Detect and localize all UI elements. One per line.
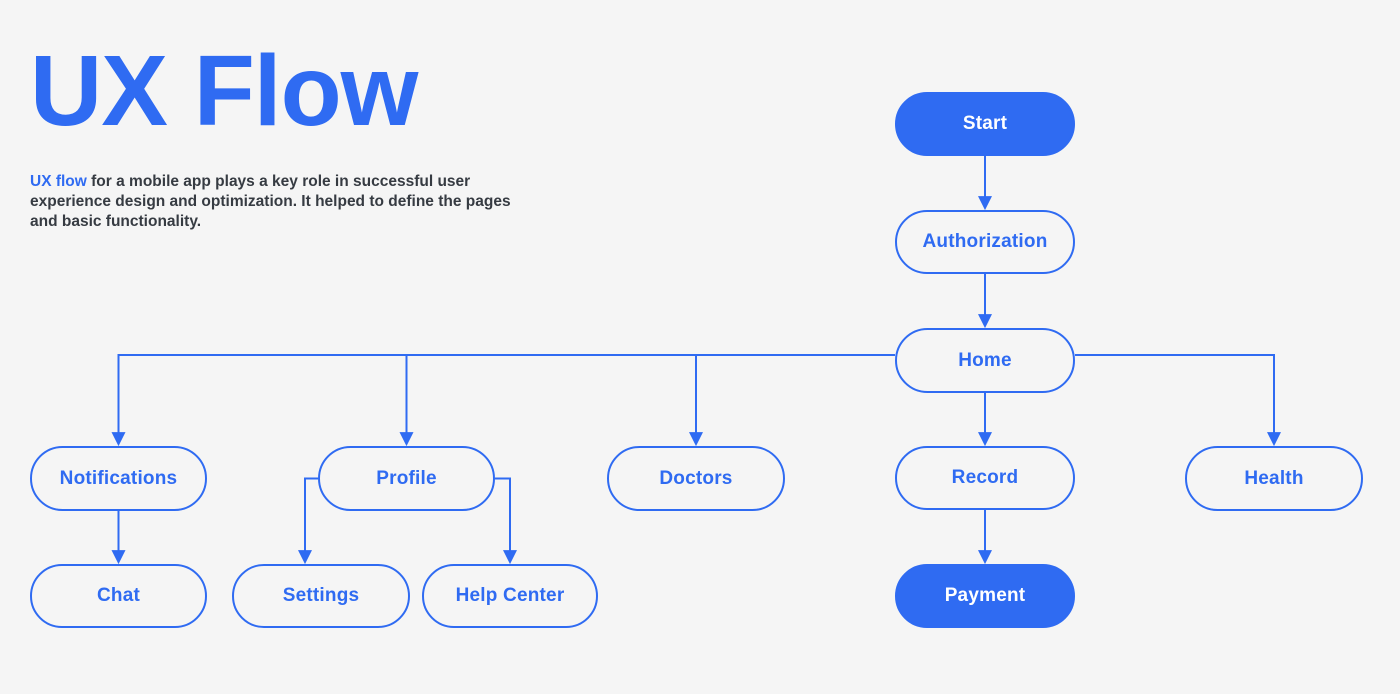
node-label: Settings (282, 585, 360, 606)
node-notifications: Notifications (30, 446, 207, 511)
connector-profile-to-settings (298, 477, 318, 565)
node-chat: Chat (30, 564, 207, 628)
node-label: Authorization (922, 231, 1048, 252)
page-title: UX Flow (30, 35, 418, 147)
node-label: Doctors (659, 467, 733, 489)
node-label: Notifications (59, 467, 178, 489)
node-doctors: Doctors (607, 446, 785, 511)
node-home: Home (895, 328, 1075, 393)
node-authorization: Authorization (895, 210, 1075, 274)
node-label: Chat (96, 585, 141, 606)
connector-home-to-health (1075, 354, 1281, 447)
node-label: Health (1244, 467, 1304, 489)
node-help-center: Help Center (422, 564, 598, 628)
connector-home-to-profile (399, 354, 895, 447)
node-record: Record (895, 446, 1075, 510)
node-health: Health (1185, 446, 1363, 511)
node-label: Help Center (455, 585, 565, 606)
connector-home-to-notifications (111, 354, 895, 447)
description-text: for a mobile app plays a key role in suc… (30, 173, 511, 230)
node-profile: Profile (318, 446, 495, 511)
node-label: Home (958, 349, 1012, 371)
node-payment: Payment (895, 564, 1075, 628)
node-label: Start (962, 113, 1008, 134)
description: UX flow for a mobile app plays a key rol… (30, 172, 535, 232)
node-settings: Settings (232, 564, 410, 628)
connector-home-to-doctors (689, 354, 895, 447)
node-label: Profile (376, 467, 437, 489)
connector-profile-to-help_center (495, 477, 517, 565)
node-label: Payment (944, 585, 1026, 606)
description-link: UX flow (30, 173, 87, 190)
node-start: Start (895, 92, 1075, 156)
node-label: Record (951, 467, 1019, 488)
